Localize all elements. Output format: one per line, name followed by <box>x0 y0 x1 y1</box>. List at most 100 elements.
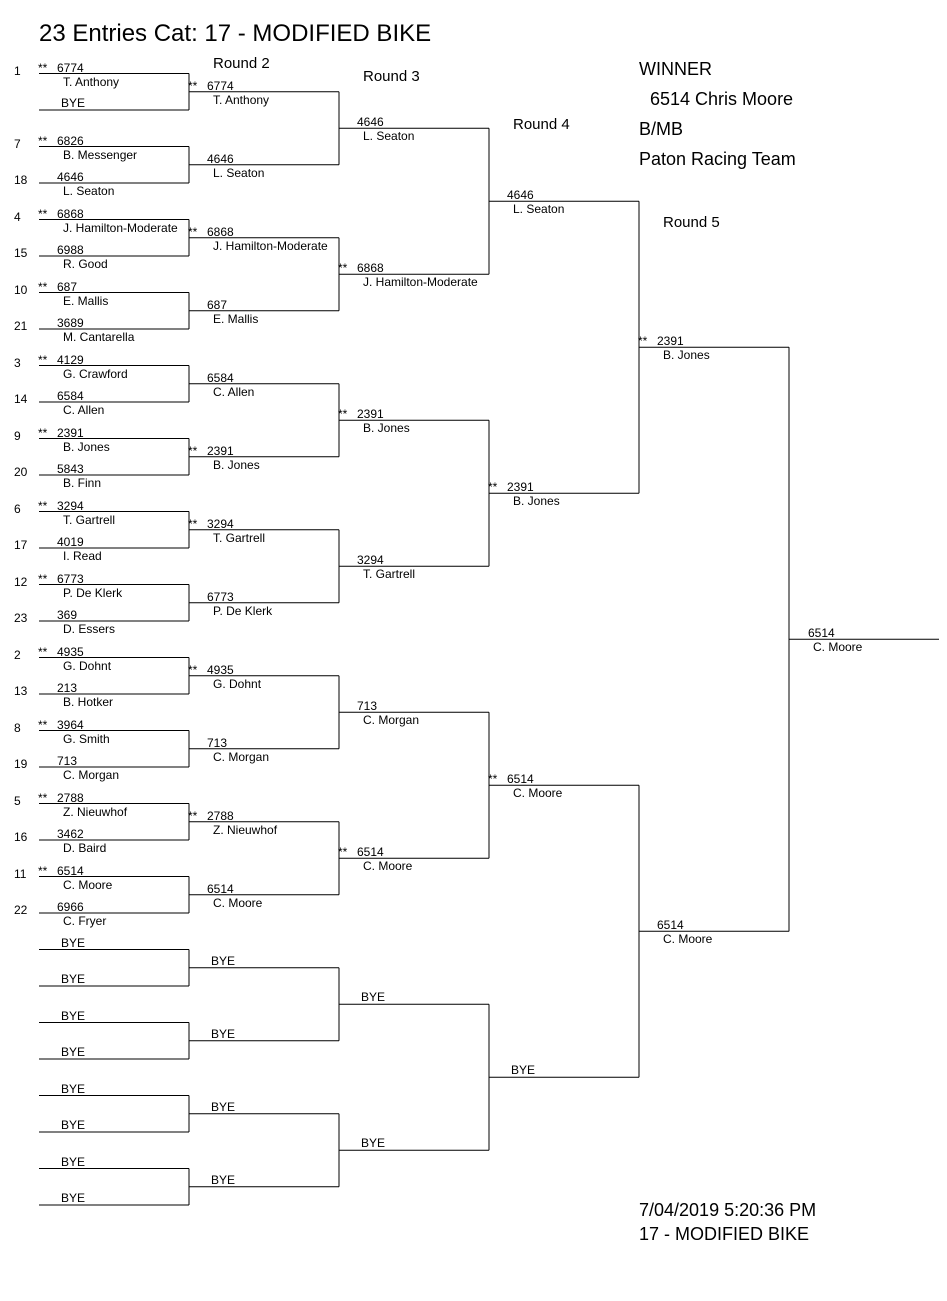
seeded-marker: ** <box>38 644 48 659</box>
rider-name: B. Jones <box>63 439 110 454</box>
round-5-heading: Round 5 <box>663 214 720 231</box>
seed-number: 18 <box>14 173 28 187</box>
rider-name: Z. Nieuwhof <box>63 804 128 819</box>
rider-number: 4646 <box>357 115 384 130</box>
seeded-marker: ** <box>38 863 48 878</box>
rider-number: 3689 <box>57 316 84 330</box>
seed-number: 22 <box>14 903 28 917</box>
seeded-marker: ** <box>188 78 198 93</box>
rider-number: 6514 <box>357 845 384 860</box>
rider-name: BYE <box>211 953 236 968</box>
rider-name: T. Gartrell <box>213 530 266 545</box>
winner-label: WINNER <box>639 59 712 79</box>
rider-number: 713 <box>357 699 378 714</box>
winner-class: B/MB <box>639 119 684 139</box>
seed-number: 2 <box>14 647 21 662</box>
seeded-marker: ** <box>38 571 48 586</box>
rider-name: B. Jones <box>663 348 710 363</box>
seed-number: 21 <box>14 319 28 333</box>
seed-number: 23 <box>14 611 28 625</box>
rider-name: B. Jones <box>513 494 560 509</box>
rider-name: L. Seaton <box>513 202 565 217</box>
rider-name: Z. Nieuwhof <box>213 822 278 837</box>
rider-number: 6966 <box>57 900 84 914</box>
rider-name: T. Anthony <box>63 74 120 89</box>
rider-number: 4646 <box>207 151 234 166</box>
rider-name: B. Messenger <box>63 147 138 162</box>
rider-number: 6868 <box>207 224 234 239</box>
seeded-marker: ** <box>188 662 198 677</box>
rider-name: BYE <box>511 1063 536 1078</box>
rider-number: 713 <box>207 735 228 750</box>
rider-number: 6773 <box>207 589 234 604</box>
seeded-marker: ** <box>38 60 48 75</box>
seed-number: 8 <box>14 720 21 735</box>
rider-name: G. Dohnt <box>63 658 112 673</box>
rider-number: 2391 <box>507 480 534 495</box>
rider-name: P. De Klerk <box>213 603 273 618</box>
seeded-marker: ** <box>38 790 48 805</box>
rider-number: 2788 <box>57 790 84 805</box>
rider-name: BYE <box>361 990 386 1005</box>
rider-name: C. Moore <box>363 859 413 874</box>
seeded-marker: ** <box>188 224 198 239</box>
final-rider-name: C. Moore <box>813 640 863 655</box>
rider-name: C. Allen <box>63 403 105 417</box>
rider-number: 4935 <box>57 644 84 659</box>
rider-name: T. Gartrell <box>363 567 416 582</box>
rider-number: 687 <box>207 297 228 312</box>
rider-number: 2391 <box>357 407 384 422</box>
rider-number: 6988 <box>57 243 84 257</box>
rider-name: R. Good <box>63 257 108 271</box>
rider-name: BYE <box>61 935 86 950</box>
rider-name: BYE <box>361 1136 386 1151</box>
rider-name: L. Seaton <box>213 165 265 180</box>
seed-number: 10 <box>14 282 28 297</box>
rider-number: 6514 <box>57 863 84 878</box>
rider-number: 3964 <box>57 717 84 732</box>
rider-number: 369 <box>57 608 78 622</box>
seeded-marker: ** <box>38 206 48 221</box>
round-3-heading: Round 3 <box>363 68 420 85</box>
seed-number: 14 <box>14 392 28 406</box>
rider-number: 2391 <box>207 443 234 458</box>
rider-name: E. Mallis <box>213 311 259 326</box>
seed-number: 5 <box>14 793 21 808</box>
seed-number: 9 <box>14 428 21 443</box>
rider-name: C. Moore <box>63 877 113 892</box>
seed-number: 3 <box>14 355 21 370</box>
rider-number: 2391 <box>657 334 684 349</box>
rider-number: 6868 <box>357 261 384 276</box>
rider-name: BYE <box>211 1099 236 1114</box>
footer-category: 17 - MODIFIED BIKE <box>639 1224 810 1244</box>
footer-datetime: 7/04/2019 5:20:36 PM <box>639 1200 817 1220</box>
rider-name: P. De Klerk <box>63 585 123 600</box>
rider-name: BYE <box>61 1154 86 1169</box>
rider-number: 3462 <box>57 827 84 841</box>
rider-name: C. Moore <box>663 932 713 947</box>
rider-name: B. Jones <box>363 421 410 436</box>
rider-name: G. Crawford <box>63 366 128 381</box>
seed-number: 16 <box>14 830 28 844</box>
seed-number: 1 <box>14 63 21 78</box>
rider-name: D. Essers <box>63 622 116 636</box>
seed-number: 15 <box>14 246 28 260</box>
rider-name: T. Anthony <box>213 92 270 107</box>
rider-name: BYE <box>61 1191 86 1205</box>
rider-name: D. Baird <box>63 841 107 855</box>
round-2-heading: Round 2 <box>213 55 270 72</box>
seeded-marker: ** <box>38 425 48 440</box>
rider-name: BYE <box>211 1026 236 1041</box>
rider-name: G. Dohnt <box>213 676 262 691</box>
rider-number: 2788 <box>207 808 234 823</box>
rider-name: E. Mallis <box>63 293 109 308</box>
rider-name: BYE <box>61 972 86 986</box>
rider-number: 713 <box>57 754 78 768</box>
rider-number: 6826 <box>57 133 84 148</box>
rider-number: 2391 <box>57 425 84 440</box>
rider-name: C. Allen <box>213 384 255 399</box>
rider-number: 6514 <box>657 918 684 933</box>
winner-team: Paton Racing Team <box>639 149 796 169</box>
rider-number: 6774 <box>57 60 84 75</box>
